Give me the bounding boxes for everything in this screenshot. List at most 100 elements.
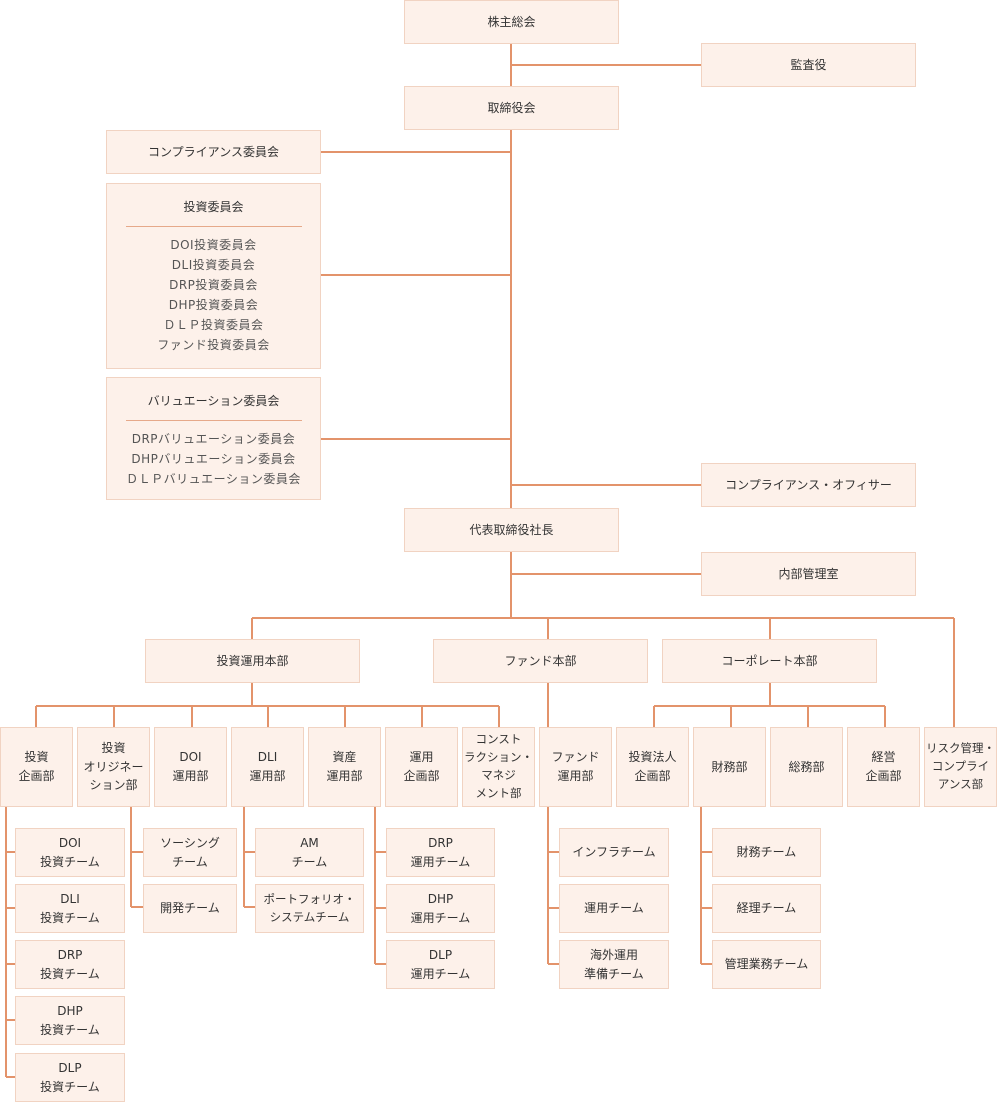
dept-label: 運用部	[557, 769, 594, 783]
dept-label: 運用部	[326, 769, 363, 783]
fund-hq-label: ファンド本部	[504, 653, 577, 668]
committee-item: DRPバリュエーション委員会	[131, 431, 296, 446]
dept-label: ション部	[89, 778, 138, 793]
dept-fund-operations: ファンド運用部	[539, 727, 612, 807]
team-label: DHP	[427, 891, 454, 906]
team-label: インフラチーム	[572, 845, 656, 860]
dept-label: 経営	[871, 750, 896, 765]
ceo-label: 代表取締役社長	[469, 522, 554, 537]
team-label: 投資チーム	[40, 1079, 100, 1094]
team-label: DLP	[428, 947, 453, 962]
team-accounting: 経理チーム	[712, 884, 821, 933]
compliance-committee-box: コンプライアンス委員会	[106, 130, 321, 174]
internal-audit-box: 内部管理室	[701, 552, 916, 596]
team-doi-investment: DOI 投資チーム	[15, 828, 125, 877]
team-finance: 財務チーム	[712, 828, 821, 877]
dept-label: コンスト	[475, 732, 522, 747]
dept-label: ラクション・	[464, 750, 533, 765]
dept-label: コンプライ	[931, 759, 990, 774]
compliance-committee-label: コンプライアンス委員会	[148, 144, 279, 159]
investment-committee-title: 投資委員会	[183, 200, 244, 214]
dept-label: 運用	[409, 750, 434, 765]
team-label: DRP	[428, 835, 453, 850]
committee-item: ＤＬＰ投資委員会	[163, 317, 264, 332]
dept-label: ファンド	[551, 750, 600, 765]
dept-label: 企画部	[18, 769, 55, 783]
team-label: DRP	[57, 947, 83, 962]
committee-item: DHP投資委員会	[168, 297, 259, 312]
compliance-officer-box: コンプライアンス・オフィサー	[701, 463, 916, 507]
team-label: 開発チーム	[160, 901, 220, 916]
dept-label: DLI	[257, 750, 278, 765]
dept-label: アンス部	[937, 776, 984, 791]
dept-label: メント部	[475, 785, 522, 800]
team-label: 海外運用	[589, 947, 638, 962]
team-label: DLP	[58, 1060, 82, 1075]
dept-label: DOI	[179, 750, 202, 765]
team-development: 開発チーム	[143, 884, 237, 933]
team-label: チーム	[172, 854, 208, 869]
team-label: DOI	[58, 835, 82, 850]
valuation-committee-divider	[125, 419, 302, 421]
dept-label: 投資	[101, 741, 126, 756]
team-label: 投資チーム	[40, 966, 100, 981]
internal-audit-label: 内部管理室	[778, 566, 839, 581]
team-label: 投資チーム	[40, 910, 100, 925]
team-operations: 運用チーム	[559, 884, 669, 933]
valuation-committee-title: バリュエーション委員会	[147, 394, 280, 408]
committee-item: DHPバリュエーション委員会	[131, 451, 296, 466]
team-label: 運用チーム	[410, 910, 471, 925]
team-infrastructure: インフラチーム	[559, 828, 669, 877]
dept-finance: 財務部	[693, 727, 766, 807]
team-label: 管理業務チーム	[724, 957, 809, 972]
team-dhp-operations: DHP 運用チーム	[386, 884, 495, 933]
dept-label: 投資	[24, 750, 49, 765]
dept-label: 企画部	[865, 769, 902, 783]
team-label: DHP	[57, 1003, 83, 1018]
dept-label: 投資法人	[628, 750, 677, 765]
corporate-hq-box: コーポレート本部	[662, 639, 877, 683]
dept-risk-compliance: リスク管理・コンプライアンス部	[924, 727, 997, 807]
committee-item: DRP投資委員会	[169, 277, 258, 292]
committee-item: ＤＬＰバリュエーション委員会	[126, 471, 301, 486]
shareholders-meeting-label: 株主総会	[487, 14, 536, 29]
dept-doi-operations: DOI 運用部	[154, 727, 227, 807]
valuation-committee-box: バリュエーション委員会 DRPバリュエーション委員会 DHPバリュエーション委員…	[106, 377, 321, 500]
dept-asset-operations: 資産運用部	[308, 727, 381, 807]
dept-label: オリジネー	[83, 759, 144, 774]
dept-label: リスク管理・	[926, 741, 995, 756]
team-label: 運用チーム	[584, 901, 644, 916]
dept-label: 企画部	[403, 769, 440, 783]
investment-hq-label: 投資運用本部	[216, 653, 289, 668]
team-label: 投資チーム	[40, 1022, 100, 1037]
auditor-label: 監査役	[790, 57, 827, 72]
committee-item: ファンド投資委員会	[157, 337, 270, 352]
dept-label: 企画部	[634, 769, 671, 783]
ceo-box: 代表取締役社長	[404, 508, 619, 552]
investment-hq-box: 投資運用本部	[145, 639, 360, 683]
dept-label: 運用部	[172, 769, 209, 783]
team-dlp-investment: DLP 投資チーム	[15, 1053, 125, 1102]
team-portfolio-system: ポートフォリオ・システムチーム	[255, 884, 364, 933]
dept-label: 総務部	[788, 759, 825, 774]
team-label: チーム	[291, 854, 328, 869]
dept-label: 財務部	[711, 759, 748, 774]
team-dli-investment: DLI 投資チーム	[15, 884, 125, 933]
dept-investment-planning: 投資企画部	[0, 727, 73, 807]
team-label: 運用チーム	[410, 966, 471, 981]
investment-committee-box: 投資委員会 DOI投資委員会 DLI投資委員会 DRP投資委員会 DHP投資委員…	[106, 183, 321, 369]
fund-hq-box: ファンド本部	[433, 639, 648, 683]
team-dhp-investment: DHP 投資チーム	[15, 996, 125, 1045]
team-sourcing: ソーシングチーム	[143, 828, 237, 877]
dept-operations-planning: 運用企画部	[385, 727, 458, 807]
team-label: DLI	[60, 891, 80, 906]
team-admin-operations: 管理業務チーム	[712, 940, 821, 989]
team-label: 投資チーム	[40, 854, 100, 869]
shareholders-meeting-box: 株主総会	[404, 0, 619, 44]
board-of-directors-label: 取締役会	[487, 100, 536, 115]
team-dlp-operations: DLP 運用チーム	[386, 940, 495, 989]
team-label: 経理チーム	[736, 901, 797, 916]
team-drp-investment: DRP 投資チーム	[15, 940, 125, 989]
